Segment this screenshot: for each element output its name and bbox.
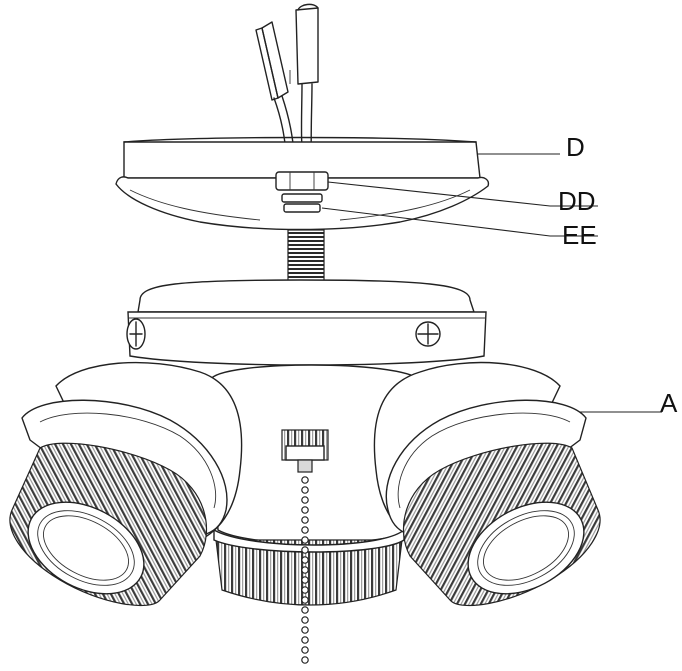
wire-leads: [255, 3, 319, 179]
callout-label-light-kit: A: [660, 388, 678, 418]
callout-label-lock-washer: EE: [562, 220, 597, 250]
screw-icon: [126, 318, 146, 350]
light-kit: [9, 279, 601, 664]
left-light-shade: [9, 442, 208, 607]
callout-leaders: [321, 153, 662, 413]
pull-chain: [301, 476, 309, 664]
callout-label-lock-nut: DD: [558, 186, 596, 216]
threaded-rod: [287, 229, 325, 283]
lock-nut: [275, 171, 329, 191]
lock-washer: [281, 193, 323, 213]
right-light-shade: [402, 442, 601, 607]
pull-chain-switch: [281, 429, 329, 473]
screw-icon: [415, 321, 441, 347]
canopy: [115, 136, 490, 231]
callout-label-canopy: D: [566, 132, 585, 162]
